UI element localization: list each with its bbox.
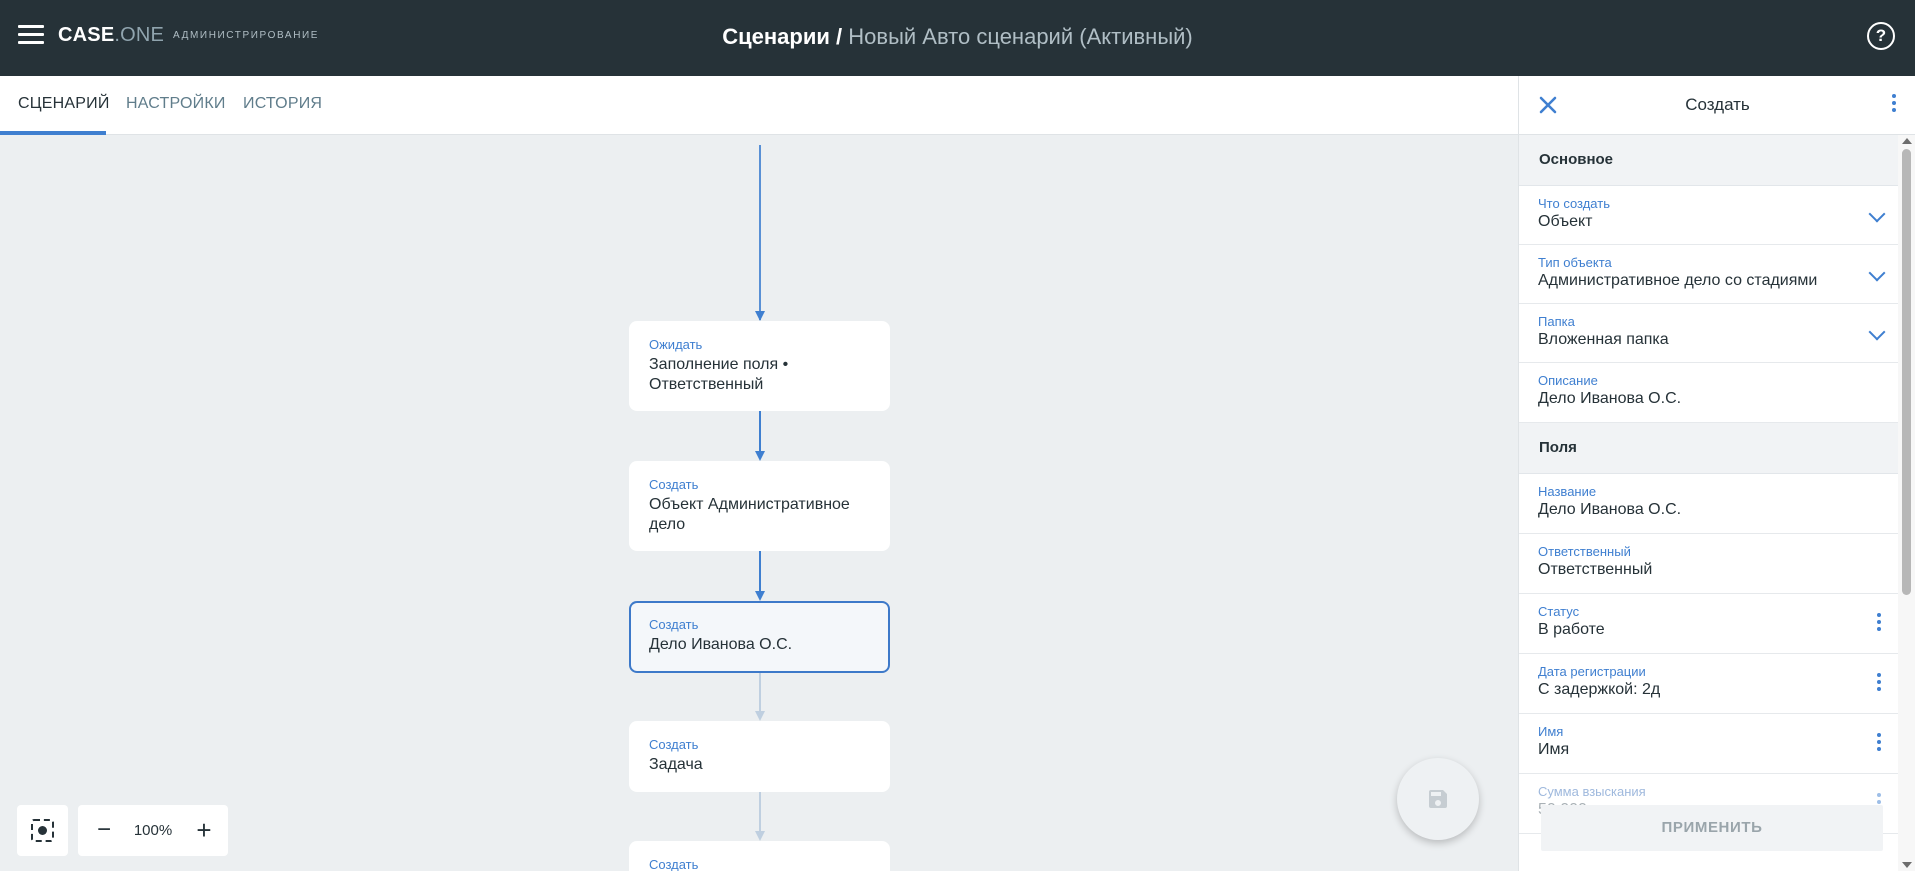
connector-arrow [755,591,765,601]
node-type: Создать [649,857,699,871]
flow-node-create-object[interactable]: Создать Объект Административное дело [629,461,890,551]
connector-line [759,792,761,833]
node-text: Объект Административное дело [649,496,850,533]
field-description[interactable]: Описание Дело Иванова О.С. [1519,363,1899,423]
properties-panel: Создать Основное Что создать Объект Тип … [1518,76,1915,871]
field-status[interactable]: Статус В работе [1519,594,1899,654]
section-main-header: Основное [1519,135,1899,186]
panel-body: Основное Что создать Объект Тип объекта … [1519,135,1899,871]
node-type: Создать [649,737,699,752]
node-text: Задача [649,756,703,773]
field-more-icon[interactable] [1869,673,1889,695]
connector-arrow [755,311,765,321]
top-bar: CASE.ONE АДМИНИСТРИРОВАНИЕ Сценарии / Но… [0,0,1915,76]
zoom-in-button[interactable]: + [196,815,212,845]
field-what-to-create[interactable]: Что создать Объект [1519,186,1899,245]
field-folder[interactable]: Папка Вложенная папка [1519,304,1899,363]
apply-button[interactable]: ПРИМЕНИТЬ [1541,805,1883,851]
zoom-control: − 100% + [78,805,228,856]
page-title: Сценарии / Новый Авто сценарий (Активный… [0,24,1915,50]
node-text: Дело Иванова О.С. [649,636,793,653]
connector-arrow [755,451,765,461]
hamburger-menu-icon[interactable] [18,25,44,47]
field-name[interactable]: Название Дело Иванова О.С. [1519,474,1899,534]
connector-arrow [755,831,765,841]
node-type: Создать [649,477,699,492]
save-icon [1429,790,1447,808]
connector-line [759,551,761,593]
field-first-name[interactable]: Имя Имя [1519,714,1899,774]
panel-more-icon[interactable] [1884,94,1904,116]
app-logo[interactable]: CASE.ONE [58,24,165,46]
flow-node-create-task[interactable]: Создать Задача [629,721,890,792]
connector-line [759,411,761,453]
save-button[interactable] [1397,758,1479,840]
field-responsible[interactable]: Ответственный Ответственный [1519,534,1899,594]
zoom-level: 100% [133,822,173,839]
help-icon[interactable]: ? [1867,22,1895,50]
scenario-canvas[interactable]: Ожидать Заполнение поля • Ответственный … [0,135,1518,871]
flow-node-create-case[interactable]: Создать Дело Иванова О.С. [629,601,890,673]
scroll-down-arrow-icon[interactable] [1902,862,1912,868]
panel-title: Создать [1685,95,1750,114]
tab-bar: СЦЕНАРИЙ НАСТРОЙКИ ИСТОРИЯ [0,76,1518,135]
flow-node-wait[interactable]: Ожидать Заполнение поля • Ответственный [629,321,890,411]
page-title-scenario: Новый Авто сценарий (Активный) [848,24,1193,49]
fit-screen-icon [31,819,54,842]
field-more-icon[interactable] [1869,613,1889,635]
connector-line [759,145,761,320]
panel-header: Создать [1519,76,1915,135]
connector-line [759,673,761,713]
close-icon[interactable] [1536,93,1560,117]
field-more-icon[interactable] [1869,733,1889,755]
field-registration-date[interactable]: Дата регистрации С задержкой: 2д [1519,654,1899,714]
tab-settings[interactable]: НАСТРОЙКИ [126,95,226,112]
tab-history[interactable]: ИСТОРИЯ [243,95,323,112]
flow-node-create[interactable]: Создать [629,841,890,871]
page-title-main[interactable]: Сценарии / [722,24,843,49]
scroll-up-arrow-icon[interactable] [1902,138,1912,144]
active-tab-indicator [0,131,106,135]
section-fields-header: Поля [1519,423,1899,474]
scroll-thumb[interactable] [1902,149,1911,595]
zoom-out-button[interactable]: − [96,816,111,843]
connector-arrow [755,711,765,721]
tab-scenario[interactable]: СЦЕНАРИЙ [18,95,110,112]
field-object-type[interactable]: Тип объекта Административное дело со ста… [1519,245,1899,304]
node-text: Заполнение поля • Ответственный [649,356,789,393]
node-type: Ожидать [649,337,703,352]
node-type: Создать [649,617,699,632]
fit-to-screen-button[interactable] [17,805,68,856]
admin-label: АДМИНИСТРИРОВАНИЕ [173,30,320,41]
panel-scrollbar[interactable] [1898,135,1915,871]
